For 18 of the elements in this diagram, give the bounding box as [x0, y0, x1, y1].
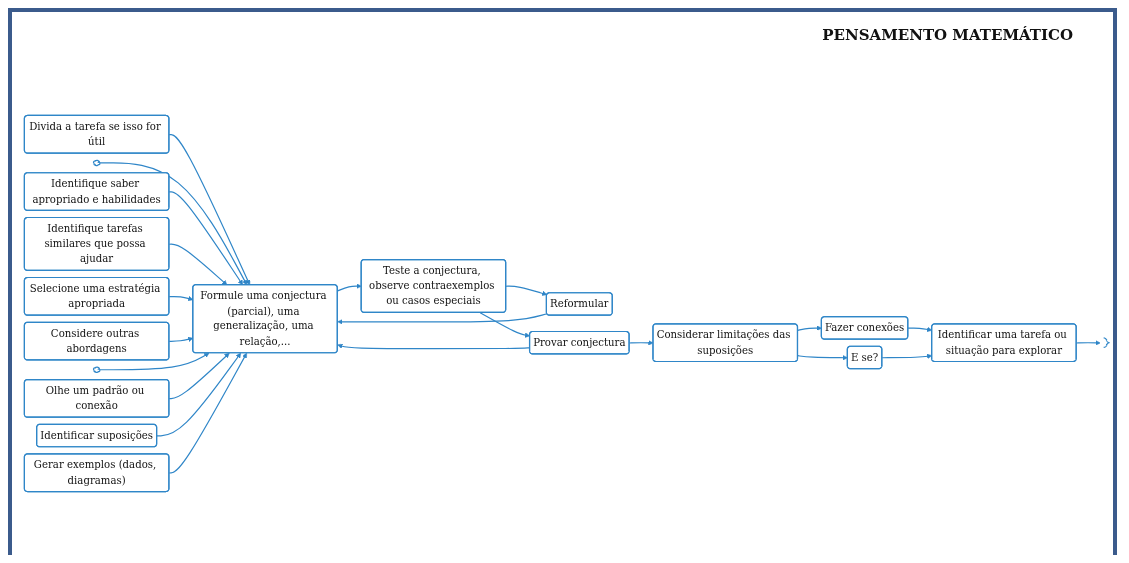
arrow [479, 312, 531, 338]
diagram-title: PENSAMENTO MATEMÁTICO [822, 26, 1073, 44]
arrow [168, 352, 247, 474]
arrow [505, 285, 548, 296]
arrow [337, 313, 548, 325]
arrow [168, 133, 251, 286]
arrow [99, 162, 248, 286]
node-cloud [92, 366, 101, 374]
arrow [99, 352, 210, 371]
arrow [797, 325, 822, 331]
arrow [168, 352, 230, 400]
arrow [337, 283, 362, 292]
node-cloud [92, 159, 101, 167]
arrow [168, 191, 244, 286]
arrow [797, 355, 848, 361]
arrow [168, 243, 228, 286]
node-brace [1103, 337, 1111, 349]
arrow [156, 352, 242, 437]
